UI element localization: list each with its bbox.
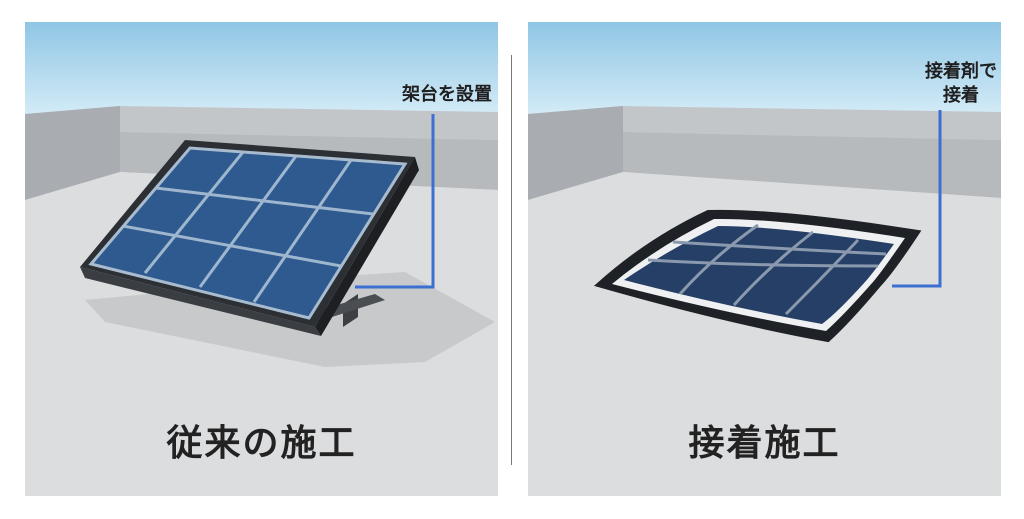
flexible-solar-panel [593, 209, 922, 343]
adhesive-callout-label: 接着剤で 接着 [925, 60, 997, 108]
adhesive-installation-illustration [528, 22, 1001, 496]
sky [528, 22, 1001, 122]
conventional-installation-illustration [25, 22, 498, 496]
parapet-wall [528, 132, 1001, 200]
sky [25, 22, 498, 122]
adhesive-installation-panel: 接着剤で 接着 接着施工 [528, 22, 1001, 496]
adhesive-installation-caption: 接着施工 [688, 423, 841, 464]
stand-callout-line [355, 114, 435, 289]
panel-divider [511, 55, 512, 465]
adhesive-callout-line [892, 110, 942, 288]
parapet-corner [528, 106, 623, 200]
solar-cells [88, 146, 408, 320]
parapet-corner [25, 106, 120, 200]
adhesive-callout-line2: 接着 [943, 85, 979, 106]
conventional-installation-caption: 従来の施工 [166, 423, 357, 464]
parapet-top [25, 106, 498, 142]
adhesive-callout-line1: 接着剤で [925, 61, 997, 82]
conventional-installation-panel: 架台を設置 従来の施工 [25, 22, 498, 496]
parapet-top [528, 106, 1001, 142]
stand-callout-label: 架台を設置 [402, 84, 492, 105]
